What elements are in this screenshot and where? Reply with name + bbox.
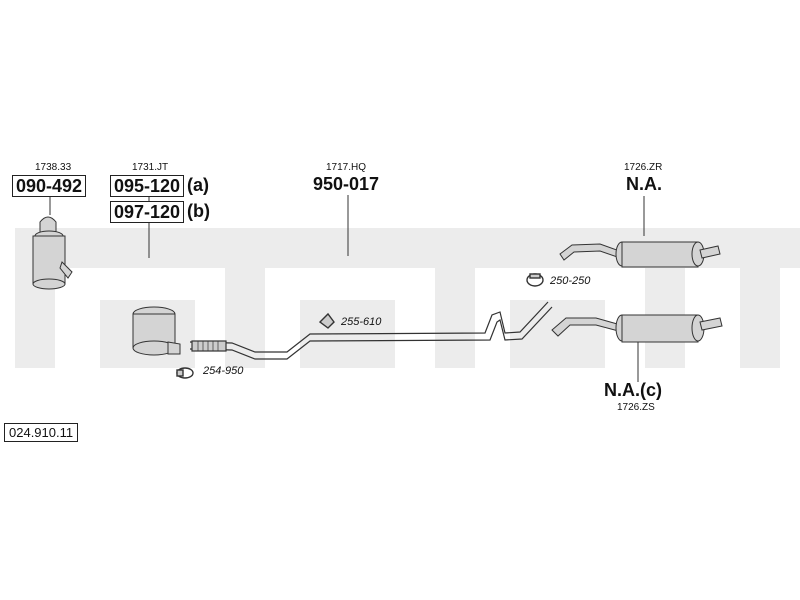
part-ref-1: 1738.33: [35, 162, 72, 173]
rear-silencer-part-upper[interactable]: [559, 241, 721, 268]
part-number-2a[interactable]: 095-120: [110, 175, 185, 197]
part-number-1[interactable]: 090-492: [12, 175, 87, 197]
diagram-number: 024.910.11: [4, 423, 79, 442]
catalytic-converter-part[interactable]: [132, 306, 181, 356]
part-suffix-2a: (a): [187, 175, 209, 195]
part-number-4[interactable]: N.A.: [626, 174, 662, 194]
rear-silencer-part-lower[interactable]: [551, 314, 723, 343]
part-suffix-2b: (b): [187, 201, 210, 221]
leader-lines: [49, 195, 645, 382]
clamp-label-255-610: 255-610: [341, 316, 382, 328]
clamp-icon-250-250[interactable]: [526, 273, 544, 287]
clamp-icon-254-950[interactable]: [176, 367, 194, 379]
intermediate-pipe-part[interactable]: [189, 301, 553, 360]
clamp-icon-255-610[interactable]: [318, 312, 335, 329]
clamp-label-254-950: 254-950: [203, 365, 244, 377]
part-number-2b[interactable]: 097-120: [110, 201, 185, 223]
part-number-3[interactable]: 950-017: [313, 174, 380, 194]
part-ref-2: 1731.JT: [132, 162, 169, 173]
part-ref-3: 1717.HQ: [326, 162, 367, 173]
part-ref-5: 1726.ZS: [617, 402, 655, 413]
clamp-label-250-250: 250-250: [550, 275, 591, 287]
particulate-filter-part[interactable]: [32, 216, 73, 290]
part-number-5[interactable]: N.A.(c): [604, 380, 662, 400]
part-ref-4: 1726.ZR: [624, 162, 663, 173]
